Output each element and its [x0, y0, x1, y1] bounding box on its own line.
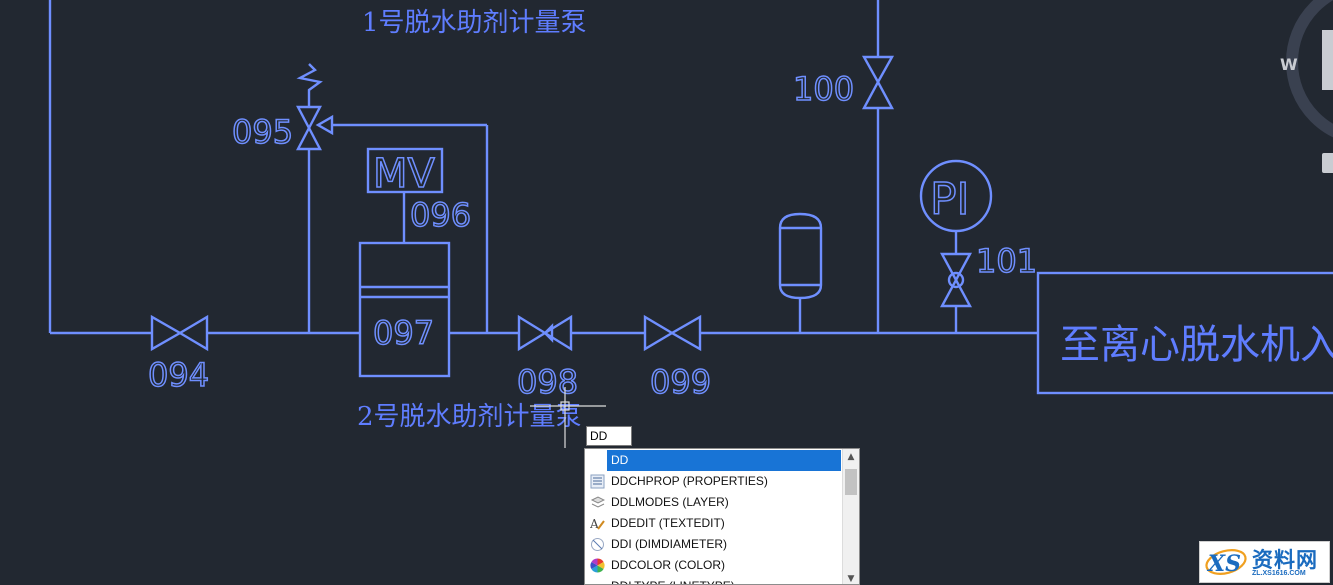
scroll-thumb[interactable]: [845, 469, 857, 495]
autocomplete-item-ddedit[interactable]: A DDEDIT (TEXTEDIT): [585, 513, 841, 534]
viewcube-compass-letter: W: [1280, 55, 1298, 74]
autocomplete-item-label: DDLTYPE (LINETYPE): [611, 576, 735, 584]
autocomplete-item-ddchprop[interactable]: DDCHPROP (PROPERTIES): [585, 471, 841, 492]
autocomplete-item-ddcolor[interactable]: DDCOLOR (COLOR): [585, 555, 841, 576]
autocomplete-item-label: DDEDIT (TEXTEDIT): [611, 516, 725, 530]
tag-pi: PI: [930, 174, 970, 225]
vessel[interactable]: [778, 212, 823, 300]
scroll-down-icon[interactable]: ▼: [847, 574, 855, 584]
valve-099[interactable]: [643, 314, 702, 352]
autocomplete-scrollbar[interactable]: ▲ ▼: [842, 449, 859, 584]
autocomplete-item-ddlmodes[interactable]: DDLMODES (LAYER): [585, 492, 841, 513]
destination-label: 至离心脱水机入口: [1060, 322, 1333, 368]
tag-099: 099: [650, 363, 711, 401]
pump1-label: 1号脱水助剂计量泵: [362, 8, 587, 38]
autocomplete-item-label: DD: [607, 450, 841, 471]
pressure-indicator[interactable]: [919, 159, 993, 233]
valve-100[interactable]: [861, 55, 895, 110]
textedit-icon: A: [590, 517, 605, 531]
scroll-up-icon[interactable]: ▲: [847, 452, 855, 462]
autocomplete-item-dd[interactable]: DD: [585, 450, 841, 471]
valve-095[interactable]: [296, 63, 334, 151]
crosshair-cursor-icon: [530, 387, 606, 448]
tag-097: 097: [373, 314, 434, 352]
tag-098: 098: [517, 363, 578, 401]
tag-100: 100: [793, 70, 854, 108]
layer-icon: [590, 496, 605, 508]
command-autocomplete-list[interactable]: DD DDCHPROP (PROPERTIES) DDLMODES (LAYER…: [584, 448, 860, 585]
viewcube[interactable]: [1286, 0, 1333, 173]
autocomplete-item-ddltype[interactable]: DDLTYPE (LINETYPE): [585, 576, 841, 585]
destination-box[interactable]: [1036, 271, 1333, 395]
svg-text:XS: XS: [1206, 551, 1241, 577]
tag-095: 095: [232, 113, 293, 151]
pump2-label: 2号脱水助剂计量泵: [357, 402, 582, 432]
linetype-icon: [590, 579, 605, 585]
autocomplete-item-label: DDI (DIMDIAMETER): [611, 537, 727, 551]
autocomplete-item-label: DDCHPROP (PROPERTIES): [611, 474, 768, 488]
autocomplete-item-ddi[interactable]: DDI (DIMDIAMETER): [585, 534, 841, 555]
valve-098[interactable]: [517, 314, 573, 352]
watermark-url: ZL.XS1616.COM: [1252, 570, 1306, 577]
tag-096: 096: [410, 196, 471, 234]
xs-logo-icon: XS: [1205, 549, 1247, 577]
tag-094: 094: [148, 356, 209, 394]
dimdiameter-icon: [591, 538, 604, 551]
watermark-title: 资料网: [1252, 548, 1318, 572]
color-wheel-icon: [590, 558, 605, 573]
pump-097[interactable]: [358, 241, 451, 378]
tag-101: 101: [976, 242, 1037, 280]
watermark-logo: XS 资料网 ZL.XS1616.COM: [1199, 541, 1330, 583]
valve-094[interactable]: [150, 314, 209, 352]
autocomplete-item-label: DDCOLOR (COLOR): [611, 558, 726, 572]
mv-actuator-box[interactable]: [366, 147, 444, 194]
command-input[interactable]: DD: [586, 426, 632, 446]
pipe-lines: [48, 0, 1038, 335]
autocomplete-item-label: DDLMODES (LAYER): [611, 495, 729, 509]
valve-101[interactable]: [939, 252, 973, 308]
properties-icon: [590, 474, 605, 489]
tag-mv: MV: [373, 151, 436, 197]
svg-text:A: A: [590, 517, 599, 531]
